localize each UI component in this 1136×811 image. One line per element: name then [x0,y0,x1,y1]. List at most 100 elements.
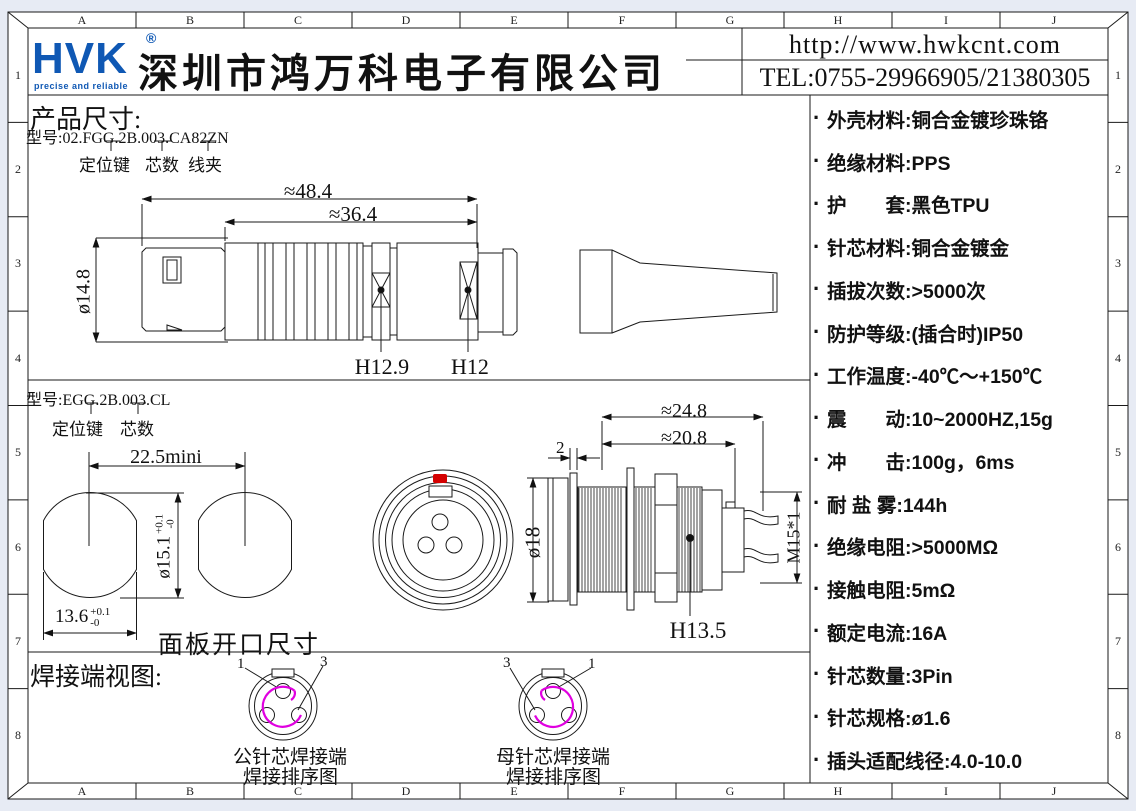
spec-text: 外壳材料:铜合金镀珍珠铬 [827,109,1048,132]
spec-text: 工作温度:-40℃～+150℃ [827,366,1043,389]
grid-number: 6 [15,539,21,554]
grid-letter: G [725,783,735,798]
bullet-dot: · [813,575,821,601]
grid-number: 6 [1115,539,1121,554]
grid-number: 3 [15,256,21,271]
callout-positioning-key: 定位键 [79,156,130,175]
grid-letter: D [401,783,411,798]
bullet-dot: · [813,490,821,516]
dim-cutout-width: 13.6+0.1-0 [55,605,111,629]
bullet-dot: · [813,319,821,345]
grid-letter: J [1051,12,1057,27]
grid-letter: A [77,783,87,798]
spec-text: 接触电阻:5mΩ [827,580,956,603]
grid-number: 5 [1115,445,1121,460]
company-name: 深圳市鸿万科电子有限公司 [138,52,666,96]
spec-list: · 外壳材料:铜合金镀珍珠铬 · 绝缘材料:PPS · 护 套:黑色TPU · … [813,97,1105,781]
bullet-dot: · [813,746,821,772]
spec-item: · 额定电流:16A [813,617,1105,646]
callout-positioning-key-2: 定位键 [52,420,103,439]
bullet-dot: · [813,618,821,644]
grid-letter: B [185,783,194,798]
spec-item: · 冲 击:100g，6ms [813,446,1105,475]
spec-item: · 针芯数量:3Pin [813,660,1105,689]
grid-number: 1 [1115,67,1121,82]
male-pin-number-1: 1 [237,656,245,672]
section2-model: 型号:EGG.2B.003.CL [26,392,171,409]
spec-text: 护 套:黑色TPU [827,195,990,218]
grid-number: 8 [1115,728,1121,743]
grid-letter: F [618,12,626,27]
bullet-dot: · [813,276,821,302]
grid-letter: I [944,12,948,27]
grid-letter: D [401,12,411,27]
grid-number: 2 [15,162,21,177]
grid-letter: I [944,783,948,798]
section1-model: 型号:02.FGG.2B.003.CA82ZN [26,130,229,147]
spec-item: · 插头适配线径:4.0-10.0 [813,745,1105,774]
logo-tagline: precise and reliable [34,81,129,91]
spec-text: 插头适配线径:4.0-10.0 [827,751,1023,774]
callout-core-count-2: 芯数 [120,420,154,439]
spec-item: · 针芯材料:铜合金镀金 [813,232,1105,261]
grid-number: 8 [15,728,21,743]
spec-item: · 外壳材料:铜合金镀珍珠铬 [813,104,1105,133]
bullet-dot: · [813,233,821,259]
spec-text: 针芯材料:铜合金镀金 [827,238,1009,261]
dim-receptacle-overall: ≈24.8 [661,400,707,422]
spec-item: · 震 动:10~2000HZ,15g [813,403,1105,432]
bullet-dot: · [813,105,821,131]
dim-cutout-diameter: ø15.1+0.1-0 [153,513,177,579]
bullet-dot: · [813,447,821,473]
grid-number: 5 [15,445,21,460]
grid-letter: A [77,12,87,27]
spec-text: 冲 击:100g，6ms [827,451,1015,474]
bullet-dot: · [813,661,821,687]
bullet-dot: · [813,190,821,216]
grid-letter: B [185,12,194,27]
spec-item: · 绝缘材料:PPS [813,147,1105,176]
bullet-dot: · [813,532,821,558]
callout-core-count: 芯数 [145,156,179,175]
grid-number: 4 [1115,350,1121,365]
female-caption-2: 焊接排序图 [506,767,602,788]
grid-number: 2 [1115,162,1121,177]
website-url: http://www.hwkcnt.com [788,30,1062,59]
grid-letter: C [293,12,302,27]
hvk-logo: HVK [32,34,128,83]
bullet-dot: · [813,404,821,430]
male-caption-2: 焊接排序图 [243,767,339,788]
dim-h135: H13.5 [669,618,727,643]
callout-wire-clamp: 线夹 [188,156,222,175]
tolerance-plus: +0.1 [153,513,166,534]
spec-item: · 针芯规格:ø1.6 [813,702,1105,731]
tolerance-minus: -0 [90,616,100,629]
female-pin-number-3: 3 [503,655,511,671]
dim-thread-spec: M15*1 [783,511,804,564]
spec-item: · 接触电阻:5mΩ [813,574,1105,603]
grid-letter: H [833,783,843,798]
dim-body-length: ≈36.4 [328,202,378,226]
spec-item: · 护 套:黑色TPU [813,189,1105,218]
grid-number: 7 [15,633,21,648]
grid-number: 7 [1115,633,1121,648]
grid-number: 3 [1115,256,1121,271]
dim-h129: H12.9 [354,354,410,379]
tolerance-minus: -0 [164,519,177,529]
telephone: TEL:0755-29966905/21380305 [759,63,1091,92]
spec-text: 额定电流:16A [827,622,948,645]
bullet-dot: · [813,361,821,387]
grid-letter: H [833,12,843,27]
spec-item: · 绝缘电阻:>5000MΩ [813,531,1105,560]
spec-text: 绝缘材料:PPS [827,152,951,175]
dim-hole-spacing: 22.5mini [130,446,202,468]
spec-text: 防护等级:(插合时)IP50 [827,323,1024,346]
spec-item: · 耐 盐 雾:144h [813,489,1105,518]
male-pin-number-3: 3 [320,654,328,670]
bullet-dot: · [813,703,821,729]
spec-item: · 插拔次数:>5000次 [813,275,1105,304]
section3-title: 焊接端视图: [30,664,162,691]
